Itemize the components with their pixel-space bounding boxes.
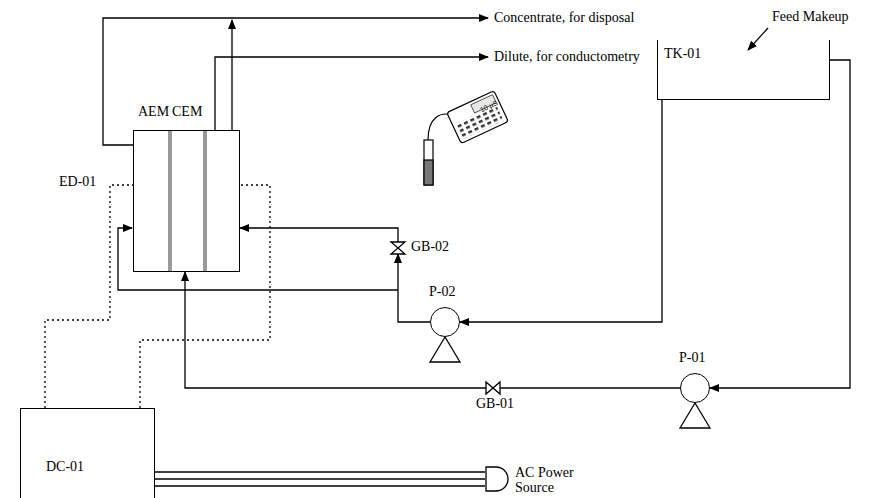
recycle-loop: [118, 228, 398, 290]
power-lead: [45, 185, 133, 408]
meter-display-text: 10 µS: [479, 99, 499, 114]
concentrate-riser: [231, 20, 232, 130]
node-label: P-02: [429, 284, 455, 299]
pump-circle: P-01: [680, 373, 710, 403]
power-lead: [140, 185, 270, 408]
conductivity-meter: [424, 91, 508, 185]
dilute-pipe: [215, 57, 488, 130]
connector-line: [398, 254, 430, 322]
pipe-connector: [460, 100, 662, 322]
membrane-label: CEM: [172, 104, 202, 119]
drawing-stroke: [424, 140, 433, 185]
valve-outline: [486, 382, 500, 394]
node-label: GB-02: [411, 239, 449, 254]
node-label: GB-01: [476, 396, 514, 411]
feed-makeup-arrow: [748, 28, 768, 50]
concentrate-pipe: [103, 18, 488, 145]
anion-membrane: [168, 131, 172, 271]
cord-wire: [155, 471, 485, 472]
cation-membrane: [203, 131, 207, 271]
stack-box: ED-01AEMCEM: [133, 130, 240, 272]
pipe-connector: [185, 272, 486, 388]
stream-label: Feed Makeup: [772, 9, 849, 24]
node-label: TK-01: [664, 46, 701, 61]
node-label: DC-01: [46, 459, 84, 474]
membrane-label: AEM: [138, 104, 169, 119]
pipe-connector: [240, 228, 398, 242]
node-label: ED-01: [59, 174, 96, 189]
valve-outline: [391, 242, 405, 254]
pump-stand: [680, 403, 710, 428]
cord-wire: [155, 485, 485, 486]
drawing-stroke: [447, 91, 508, 144]
drawing-stroke: [103, 18, 768, 428]
node-label: AC Power Source: [515, 465, 595, 495]
connector-line: [185, 272, 486, 388]
pipe-connector: [500, 387, 680, 388]
pipe-connector: [398, 254, 430, 322]
power-plug: AC Power Source: [485, 466, 509, 492]
connector-line: [140, 185, 270, 408]
valve: GB-02: [391, 242, 405, 254]
node-label: P-01: [679, 350, 705, 365]
connector-line: [240, 228, 398, 242]
tank: TK-01: [657, 40, 830, 100]
power-plug-shape: [485, 466, 509, 492]
power-supply-box: DC-01: [20, 408, 155, 498]
connector-line: [500, 387, 680, 388]
pump-circle: P-02: [430, 307, 460, 337]
valve-shape: [486, 382, 500, 394]
power-plug-outline: [486, 467, 508, 491]
valve-shape: [391, 242, 405, 254]
stream-label: Dilute, for conductometry: [494, 49, 640, 64]
power-cord: [155, 472, 485, 486]
drawing-stroke: [424, 160, 433, 185]
connector-line: [460, 100, 662, 322]
stream-label: Concentrate, for disposal: [494, 10, 634, 25]
valve: GB-01: [486, 382, 500, 394]
pump-stand: [430, 337, 460, 362]
connector-line: [710, 60, 850, 388]
connector-line: [45, 185, 133, 408]
drawing-stroke: [447, 91, 508, 144]
cord-wire: [155, 478, 485, 479]
pipe-connector: [710, 60, 850, 388]
